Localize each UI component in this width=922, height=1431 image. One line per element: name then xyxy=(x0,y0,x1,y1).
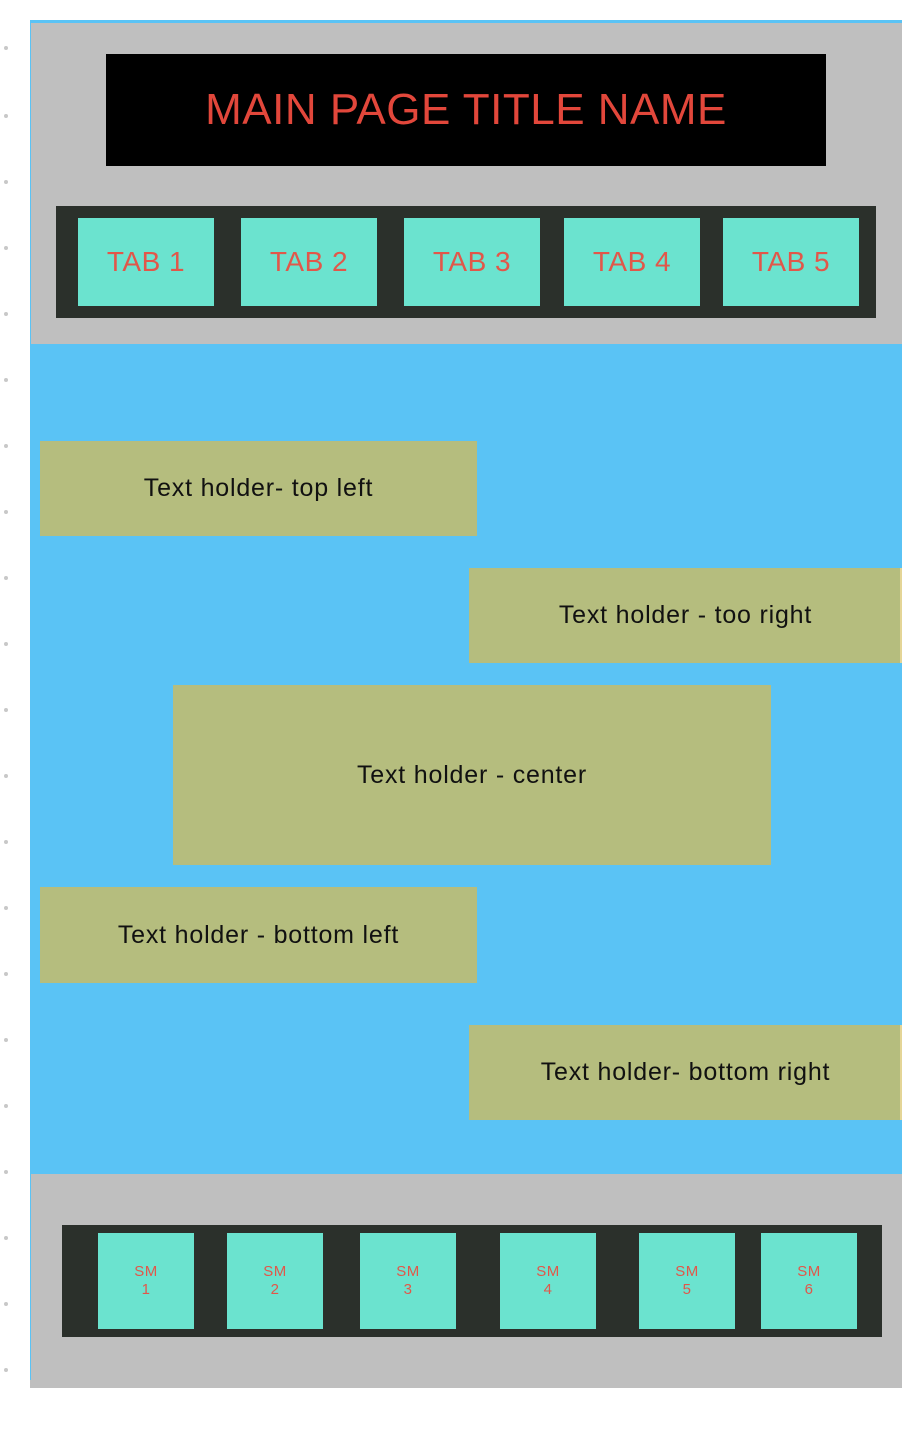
social-button-3[interactable]: SM 3 xyxy=(360,1233,456,1329)
tab-bar: TAB 1 TAB 2 TAB 3 TAB 4 TAB 5 xyxy=(56,206,876,318)
social-label: SM xyxy=(396,1263,420,1280)
social-button-4[interactable]: SM 4 xyxy=(500,1233,596,1329)
social-media-bar: SM 1 SM 2 SM 3 SM 4 SM 5 SM 6 xyxy=(62,1225,882,1337)
social-button-2[interactable]: SM 2 xyxy=(227,1233,323,1329)
social-number: 3 xyxy=(403,1281,413,1298)
text-holder-top-right: Text holder - too right xyxy=(469,568,902,663)
social-label: SM xyxy=(134,1263,158,1280)
page-title: MAIN PAGE TITLE NAME xyxy=(205,85,727,134)
social-button-1[interactable]: SM 1 xyxy=(98,1233,194,1329)
holder-edge xyxy=(900,568,902,663)
social-number: 5 xyxy=(682,1281,692,1298)
tab-2[interactable]: TAB 2 xyxy=(241,218,377,306)
social-button-5[interactable]: SM 5 xyxy=(639,1233,735,1329)
page-title-bar: MAIN PAGE TITLE NAME xyxy=(106,54,826,166)
social-label: SM xyxy=(263,1263,287,1280)
social-number: 2 xyxy=(270,1281,280,1298)
holder-edge xyxy=(900,1025,902,1120)
text-holder-center: Text holder - center xyxy=(173,685,771,865)
social-number: 6 xyxy=(804,1281,814,1298)
social-label: SM xyxy=(797,1263,821,1280)
tab-4[interactable]: TAB 4 xyxy=(564,218,700,306)
ruler-dots xyxy=(0,0,14,1431)
social-button-6[interactable]: SM 6 xyxy=(761,1233,857,1329)
social-number: 4 xyxy=(543,1281,553,1298)
tab-1[interactable]: TAB 1 xyxy=(78,218,214,306)
text-holder-bottom-right: Text holder- bottom right xyxy=(469,1025,902,1120)
content-area: Text holder- top left Text holder - too … xyxy=(30,344,902,1174)
tab-3[interactable]: TAB 3 xyxy=(404,218,540,306)
text-holder-top-left: Text holder- top left xyxy=(40,441,477,536)
social-label: SM xyxy=(536,1263,560,1280)
text-holder-bottom-left: Text holder - bottom left xyxy=(40,887,477,983)
social-label: SM xyxy=(675,1263,699,1280)
tab-5[interactable]: TAB 5 xyxy=(723,218,859,306)
social-number: 1 xyxy=(141,1281,151,1298)
